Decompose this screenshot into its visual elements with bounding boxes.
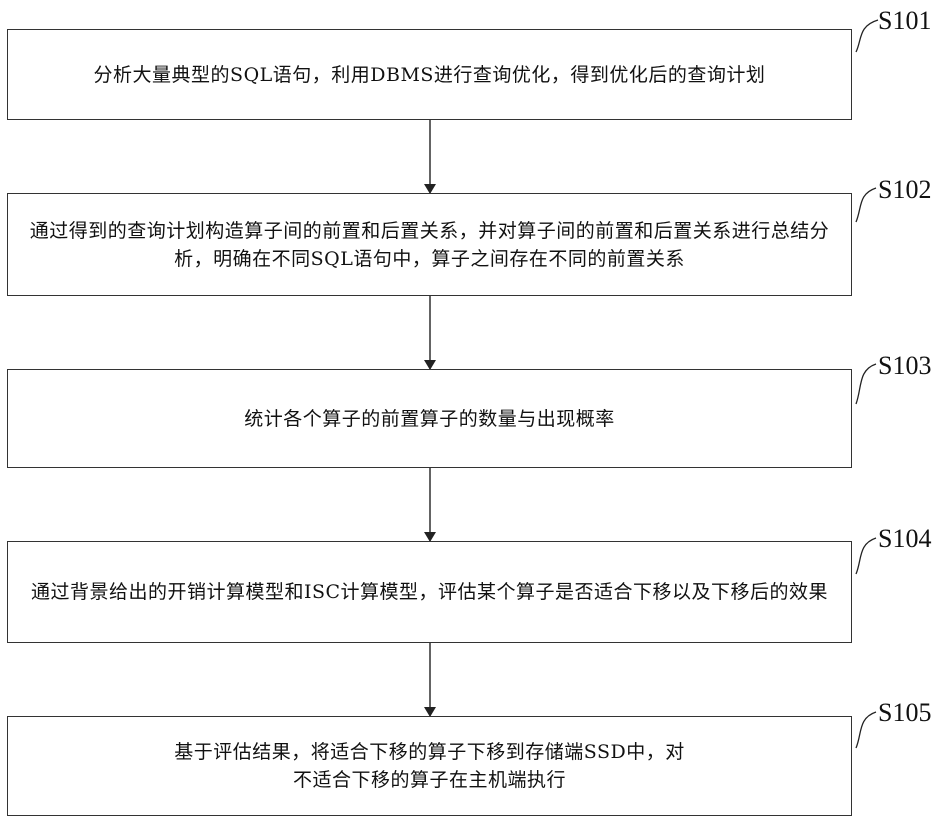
leader-s104 bbox=[856, 538, 876, 574]
step-label-s104: S104 bbox=[878, 524, 931, 554]
step-box-s105: 基于评估结果，将适合下移的算子下移到存储端SSD中，对不适合下移的算子在主机端执… bbox=[7, 716, 852, 816]
step-text-s103: 统计各个算子的前置算子的数量与出现概率 bbox=[244, 405, 615, 433]
step-label-s102: S102 bbox=[878, 175, 931, 205]
step-text-s104: 通过背景给出的开销计算模型和ISC计算模型，评估某个算子是否适合下移以及下移后的… bbox=[31, 578, 828, 606]
step-text-s102: 通过得到的查询计划构造算子间的前置和后置关系，并对算子间的前置和后置关系进行总结… bbox=[22, 217, 837, 273]
step-text-s105: 基于评估结果，将适合下移的算子下移到存储端SSD中，对不适合下移的算子在主机端执… bbox=[170, 738, 690, 794]
step-text-s101: 分析大量典型的SQL语句，利用DBMS进行查询优化，得到优化后的查询计划 bbox=[94, 61, 766, 89]
leader-s101 bbox=[856, 20, 878, 52]
step-box-s103: 统计各个算子的前置算子的数量与出现概率 bbox=[7, 369, 852, 468]
step-label-s101: S101 bbox=[878, 6, 931, 36]
step-box-s101: 分析大量典型的SQL语句，利用DBMS进行查询优化，得到优化后的查询计划 bbox=[7, 29, 852, 120]
leader-s105 bbox=[856, 712, 876, 748]
step-box-s102: 通过得到的查询计划构造算子间的前置和后置关系，并对算子间的前置和后置关系进行总结… bbox=[7, 193, 852, 296]
step-label-s103: S103 bbox=[878, 351, 931, 381]
leader-s102 bbox=[856, 188, 876, 222]
leader-s103 bbox=[856, 364, 876, 404]
step-label-s105: S105 bbox=[878, 698, 931, 728]
step-box-s104: 通过背景给出的开销计算模型和ISC计算模型，评估某个算子是否适合下移以及下移后的… bbox=[7, 541, 852, 643]
